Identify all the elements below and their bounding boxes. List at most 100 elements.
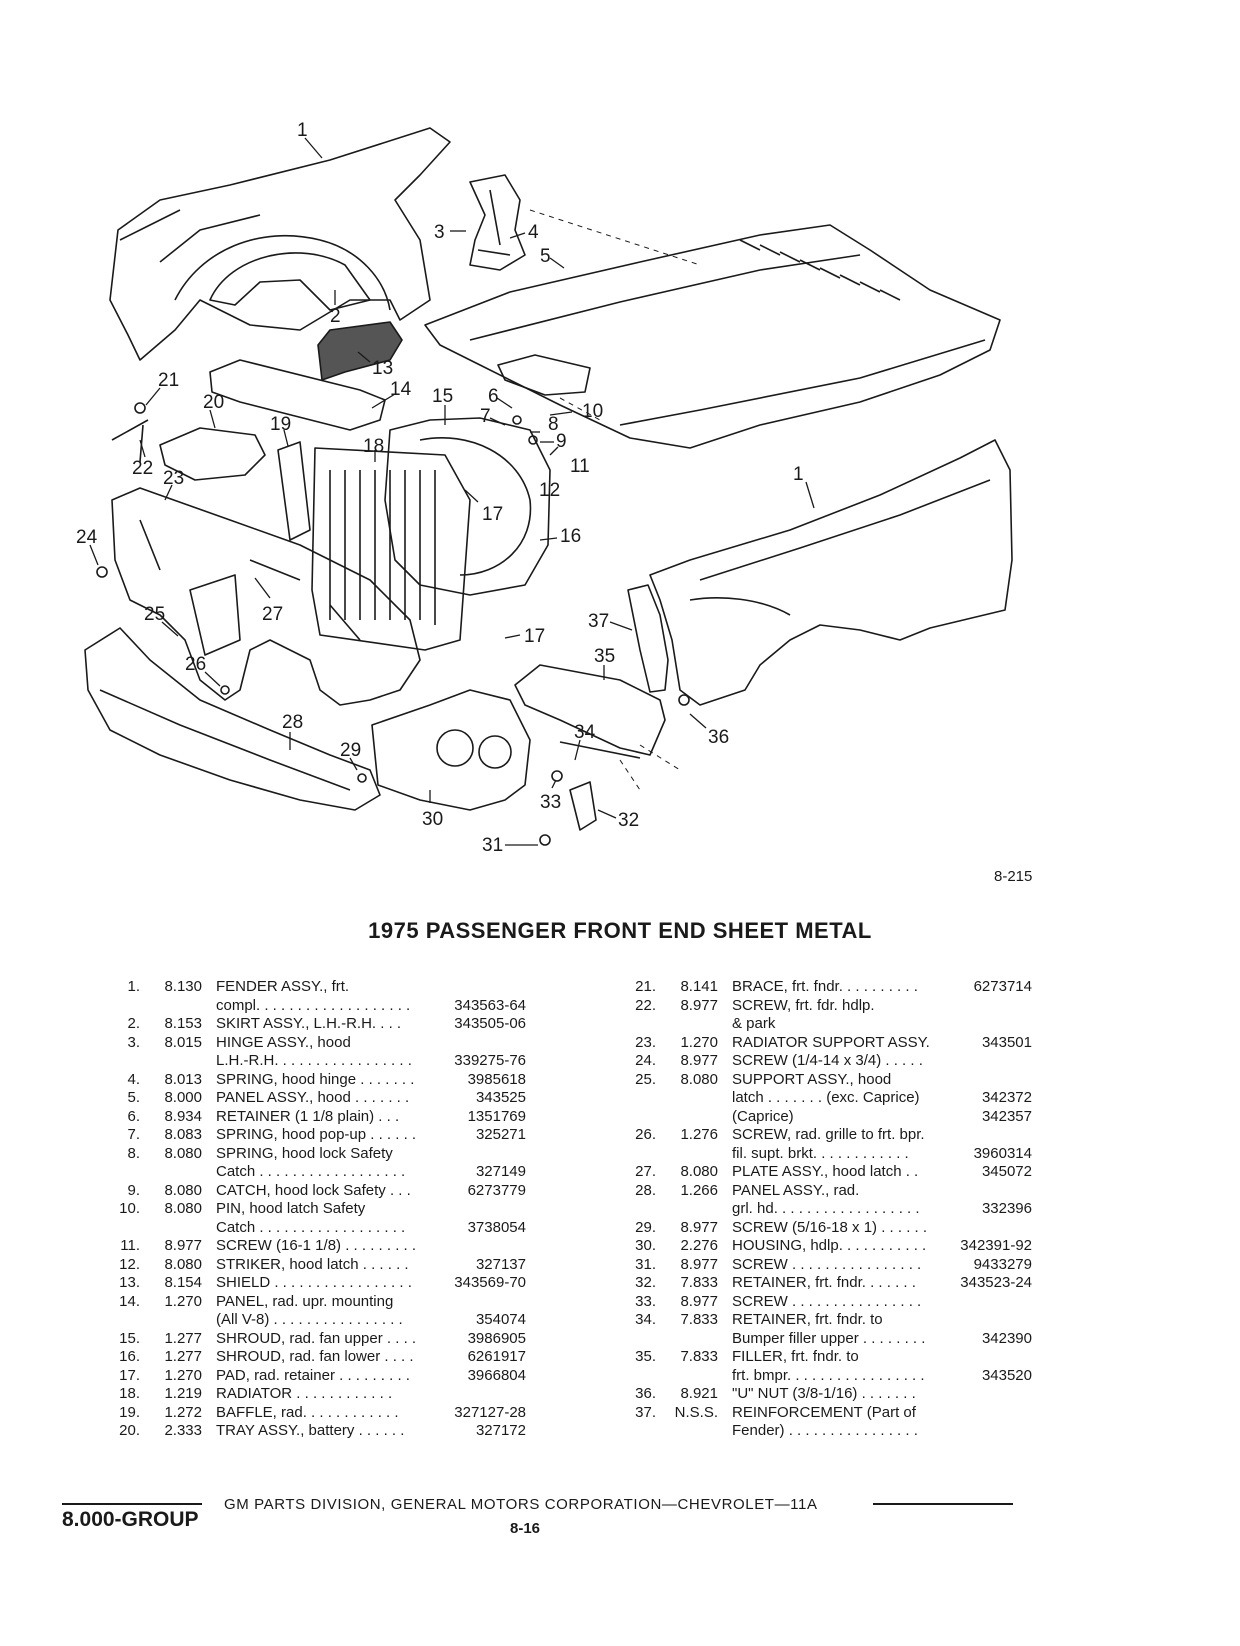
parts-row: 36.8.921"U" NUT (3/8-1/16) . . . . . . . bbox=[612, 1385, 1032, 1404]
right-fender-drawing bbox=[649, 439, 1013, 706]
callout: 23 bbox=[163, 468, 184, 489]
item-number: 30. bbox=[635, 1237, 656, 1254]
group-number: 8.000 bbox=[164, 1089, 202, 1106]
part-number: 327137 bbox=[475, 1255, 526, 1273]
part-number: 327127-28 bbox=[454, 1403, 526, 1421]
part-description: PAD, rad. retainer . . . . . . . . . bbox=[216, 1366, 410, 1384]
part-description: RADIATOR . . . . . . . . . . . . bbox=[216, 1385, 393, 1402]
parts-row: 37.N.S.S.REINFORCEMENT (Part of Fender) … bbox=[612, 1404, 1032, 1441]
callout: 17 bbox=[524, 626, 545, 647]
item-number: 6. bbox=[127, 1107, 140, 1125]
part-number: 3986905 bbox=[467, 1329, 526, 1347]
part-number: 6261917 bbox=[467, 1348, 526, 1365]
callout: 7 bbox=[480, 406, 491, 427]
part-number: 343523-24 bbox=[960, 1274, 1032, 1291]
fender-skirt-drawing bbox=[209, 252, 371, 311]
baffle-drawing bbox=[277, 441, 311, 541]
part-number: 6273779 bbox=[467, 1181, 526, 1199]
group-number: 8.934 bbox=[164, 1107, 202, 1125]
callout: 33 bbox=[540, 792, 561, 813]
item-number: 17. bbox=[119, 1366, 140, 1384]
item-number: 16. bbox=[119, 1348, 140, 1365]
item-number: 10. bbox=[119, 1200, 140, 1217]
group-number: 8.083 bbox=[164, 1126, 202, 1143]
part-number: 327149 bbox=[475, 1163, 526, 1180]
left-fender-drawing bbox=[109, 127, 451, 361]
item-number: 25. bbox=[635, 1070, 656, 1088]
item-number: 12. bbox=[119, 1255, 140, 1273]
callout: 21 bbox=[158, 370, 179, 391]
reinforcement-drawing bbox=[627, 584, 669, 693]
part-description: PANEL ASSY., rad. grl. hd. . . . . . . .… bbox=[732, 1181, 920, 1218]
bumper-filler-drawing bbox=[514, 664, 666, 756]
callout: 31 bbox=[482, 835, 503, 856]
item-number: 7. bbox=[127, 1126, 140, 1143]
part-description: SHIELD . . . . . . . . . . . . . . . . . bbox=[216, 1274, 412, 1291]
callout: 13 bbox=[372, 358, 393, 379]
group-number: 8.154 bbox=[164, 1274, 202, 1291]
callout: 3 bbox=[434, 222, 445, 243]
part-description: SCREW . . . . . . . . . . . . . . . . bbox=[732, 1255, 922, 1273]
part-number: 1351769 bbox=[467, 1107, 526, 1125]
part-number: 325271 bbox=[475, 1126, 526, 1143]
part-number: 339275-76 bbox=[454, 1052, 526, 1069]
item-number: 3. bbox=[127, 1033, 140, 1051]
diagram-svg: 1 2 3 4 5 6 7 8 9 10 11 12 13 14 15 16 1… bbox=[76, 120, 1013, 856]
part-number: 6273714 bbox=[973, 978, 1032, 995]
part-number: 3966804 bbox=[467, 1366, 526, 1384]
page-title: 1975 PASSENGER FRONT END SHEET METAL bbox=[368, 918, 872, 943]
callout: 1 bbox=[297, 120, 308, 141]
callout: 4 bbox=[528, 222, 539, 243]
hood-latch-plate bbox=[497, 354, 591, 396]
callout: 17 bbox=[482, 504, 503, 525]
item-number: 9. bbox=[127, 1181, 140, 1199]
group-number: 1.270 bbox=[680, 1033, 718, 1051]
part-number: 343505-06 bbox=[454, 1015, 526, 1032]
callout: 5 bbox=[540, 246, 551, 267]
callout: 37 bbox=[588, 611, 609, 632]
callout: 12 bbox=[539, 480, 560, 501]
callout: 6 bbox=[488, 386, 499, 407]
retainer-drawing bbox=[569, 781, 597, 831]
group-number: 8.080 bbox=[680, 1070, 718, 1088]
group-number: 1.277 bbox=[164, 1329, 202, 1347]
part-number: 342372 342357 bbox=[981, 1089, 1032, 1125]
item-number: 2. bbox=[127, 1015, 140, 1032]
item-number: 29. bbox=[635, 1218, 656, 1236]
footer-rule-right bbox=[873, 1503, 1013, 1505]
item-number: 31. bbox=[635, 1255, 656, 1273]
part-description: BRACE, frt. fndr. . . . . . . . . . bbox=[732, 978, 918, 995]
parts-row: 6. 8.934 RETAINER (1 1/8 plain) . . . 13517… bbox=[96, 1108, 526, 1127]
group-number: N.S.S. bbox=[674, 1403, 718, 1421]
item-number: 32. bbox=[635, 1274, 656, 1291]
part-number: 345072 bbox=[981, 1163, 1032, 1180]
part-description: HOUSING, hdlp. . . . . . . . . . . bbox=[732, 1237, 927, 1254]
group-number: 2.276 bbox=[680, 1237, 718, 1254]
figure-number: 8-215 bbox=[994, 868, 1033, 885]
item-number: 5. bbox=[127, 1089, 140, 1106]
callout: 36 bbox=[708, 727, 729, 748]
fan-shroud-drawing bbox=[384, 417, 551, 596]
group-number: 1.277 bbox=[164, 1348, 202, 1365]
item-number: 8. bbox=[127, 1144, 140, 1162]
part-number: 343501 bbox=[981, 1033, 1032, 1051]
group-number: 8.080 bbox=[680, 1163, 718, 1180]
callout: 18 bbox=[363, 436, 384, 457]
group-number: 8.080 bbox=[164, 1144, 202, 1162]
group-number: 1.270 bbox=[164, 1366, 202, 1384]
battery-tray-drawing bbox=[159, 427, 266, 481]
part-description: RETAINER (1 1/8 plain) . . . bbox=[216, 1107, 400, 1125]
